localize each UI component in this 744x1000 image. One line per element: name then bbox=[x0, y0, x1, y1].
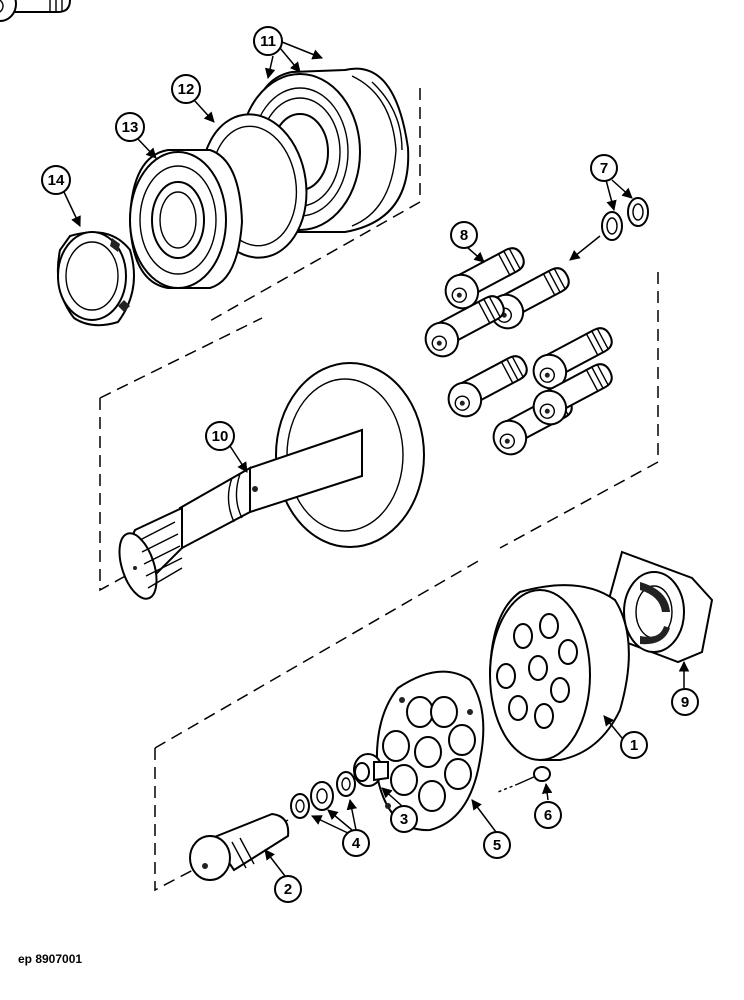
callout-2: 2 bbox=[274, 875, 302, 903]
cylinder-block-part-1 bbox=[488, 584, 630, 761]
screw-part-6 bbox=[497, 766, 551, 793]
svg-text:8: 8 bbox=[460, 227, 468, 244]
spacer-part-3 bbox=[353, 753, 389, 787]
callout-12: 12 bbox=[171, 74, 201, 104]
leader-lines bbox=[63, 41, 690, 877]
svg-text:6: 6 bbox=[544, 807, 552, 824]
svg-text:5: 5 bbox=[493, 837, 501, 854]
pistons-part-8 bbox=[0, 0, 621, 462]
svg-text:9: 9 bbox=[681, 694, 689, 711]
svg-text:13: 13 bbox=[122, 119, 139, 136]
callout-3: 3 bbox=[390, 805, 418, 833]
svg-text:3: 3 bbox=[400, 811, 408, 828]
callout-9: 9 bbox=[671, 688, 699, 716]
svg-text:7: 7 bbox=[600, 160, 608, 177]
figure-code: ep 8907001 bbox=[18, 952, 82, 966]
callout-4: 4 bbox=[342, 829, 370, 857]
callout-5: 5 bbox=[483, 831, 511, 859]
svg-text:1: 1 bbox=[630, 737, 638, 754]
center-pin-part-2 bbox=[189, 812, 290, 881]
svg-text:11: 11 bbox=[260, 33, 276, 50]
washers-part-4 bbox=[290, 771, 356, 819]
retainer-plate-part-5 bbox=[375, 670, 485, 832]
callout-13: 13 bbox=[115, 112, 145, 142]
callout-1: 1 bbox=[620, 731, 648, 759]
svg-text:2: 2 bbox=[284, 881, 292, 898]
callout-7: 7 bbox=[590, 154, 618, 182]
svg-text:4: 4 bbox=[352, 835, 361, 852]
drive-shaft-part-10 bbox=[118, 362, 425, 600]
lock-nut-part-14 bbox=[56, 231, 135, 327]
svg-text:12: 12 bbox=[178, 81, 195, 98]
callout-10: 10 bbox=[205, 421, 235, 451]
callout-8: 8 bbox=[450, 221, 478, 249]
valve-plate-part-9 bbox=[604, 550, 714, 664]
callout-11: 11 bbox=[253, 26, 283, 56]
rings-part-7 bbox=[601, 197, 649, 241]
assembly-outline-upper bbox=[207, 88, 421, 323]
svg-text:14: 14 bbox=[48, 172, 65, 189]
callout-14: 14 bbox=[41, 165, 71, 195]
svg-text:10: 10 bbox=[212, 428, 229, 445]
callout-6: 6 bbox=[534, 801, 562, 829]
assembly-outline-lower bbox=[154, 559, 481, 892]
bearing-part-13 bbox=[128, 149, 244, 289]
